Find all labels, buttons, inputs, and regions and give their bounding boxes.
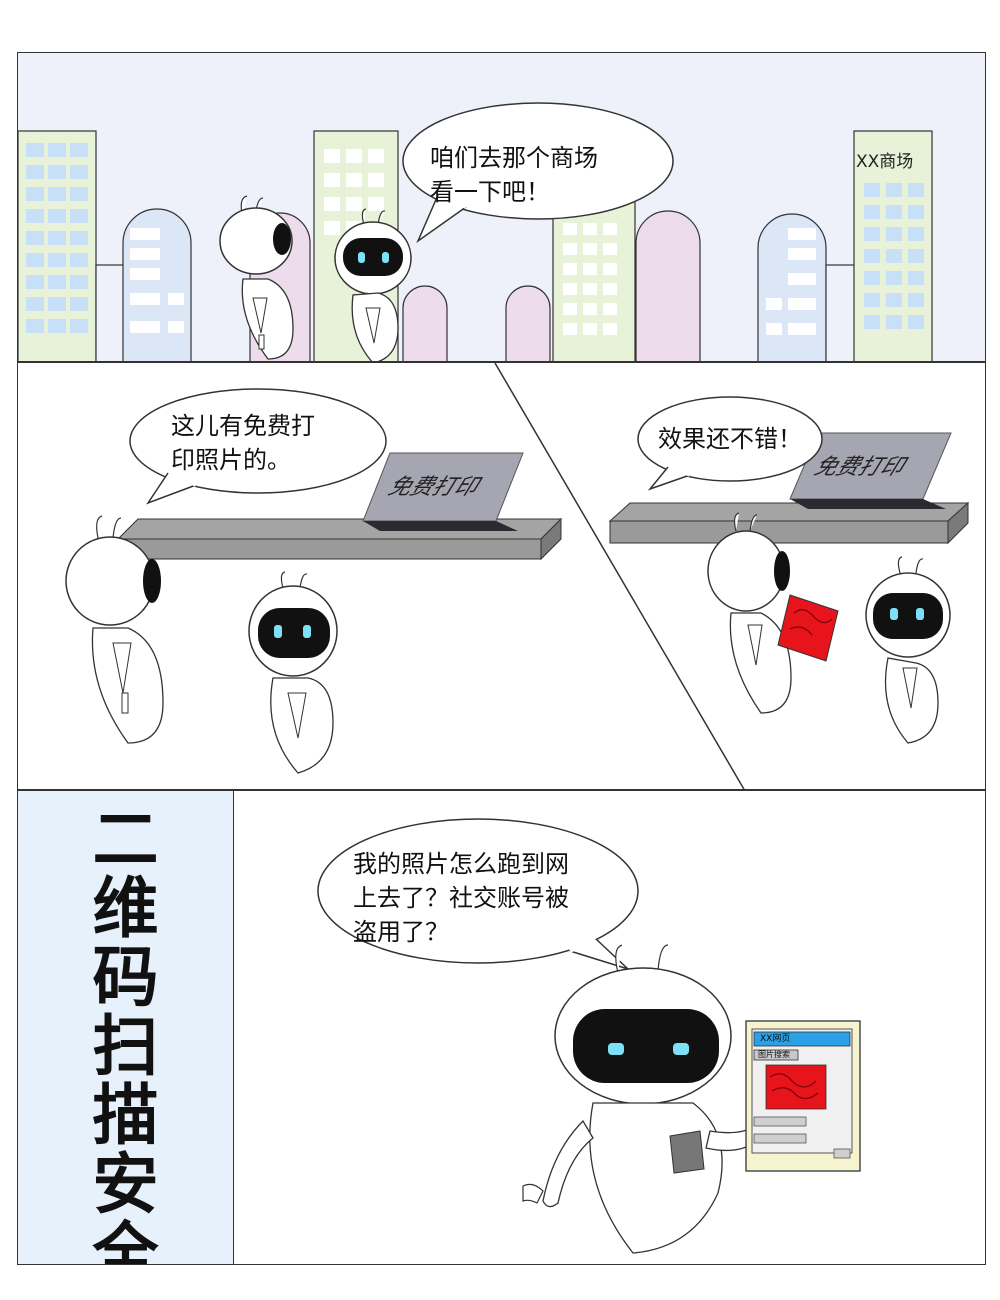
worried-robot-art [317,818,861,1254]
printing-booth-art [65,363,970,789]
title-sidebar: 二 维 码 扫 描 安 全 [18,791,234,1265]
speech-text-2: 这儿有免费打 印照片的。 [171,412,315,474]
panel-street-scene: 咱们去那个商场 看一下吧！ XX商场 [17,52,986,362]
panel-divider [494,363,745,789]
panel-printing-booth: 这儿有免费打 印照片的。 免费打印 效果还不错！ 免费打印 [17,362,986,790]
robot-side-view [219,195,294,360]
panel-qr-scan-security: 二 维 码 扫 描 安 全 [17,790,986,1265]
robot-large [522,944,762,1254]
speech-bubble-4 [317,818,639,970]
mall-sign: XX商场 [856,152,914,172]
webpage-title: XX网页 [760,1034,791,1044]
speech-text-1: 咱们去那个商场 看一下吧！ [430,144,598,206]
robot-side-view-2 [65,515,164,744]
speech-bubble-1 [402,102,674,244]
title-char: 全 [92,1215,159,1265]
building-rounded-pink-3 [635,210,701,361]
building-left [18,130,97,361]
title-char: 码 [92,939,159,1016]
title-char: 维 [92,870,159,947]
building-rounded-blue-1 [122,208,192,361]
phone [669,1130,705,1174]
title-char: 安 [92,1146,159,1223]
speech-bubble-3 [637,396,823,491]
robot-side-view-3 [707,512,792,714]
red-photo [777,594,839,662]
counter-left [116,452,563,561]
webpage-tab-image-search: 图片搜索 [758,1050,790,1059]
robot-front-view-3 [865,556,951,744]
free-print-sign-right: 免费打印 [810,455,908,480]
title-char: 描 [92,1077,159,1154]
building-rounded-pink-2 [402,285,551,361]
free-print-sign-left: 免费打印 [384,475,482,500]
speech-bubble-2 [129,388,387,505]
title-char: 二 [92,801,159,878]
counter-right [608,432,970,545]
robot-front-view-2 [248,571,338,774]
speech-text-3: 效果还不错！ [658,425,802,453]
robot-front-view [334,208,412,361]
title-char: 扫 [92,1008,159,1085]
webpage-card [745,1020,861,1172]
building-mall [853,130,933,361]
title-vertical: 二 维 码 扫 描 安 全 [18,791,233,1265]
building-rounded-blue-2 [757,213,827,361]
speech-text-4: 我的照片怎么跑到网 上去了？社交账号被 盗用了？ [353,850,569,946]
street-scene-art [18,102,933,361]
